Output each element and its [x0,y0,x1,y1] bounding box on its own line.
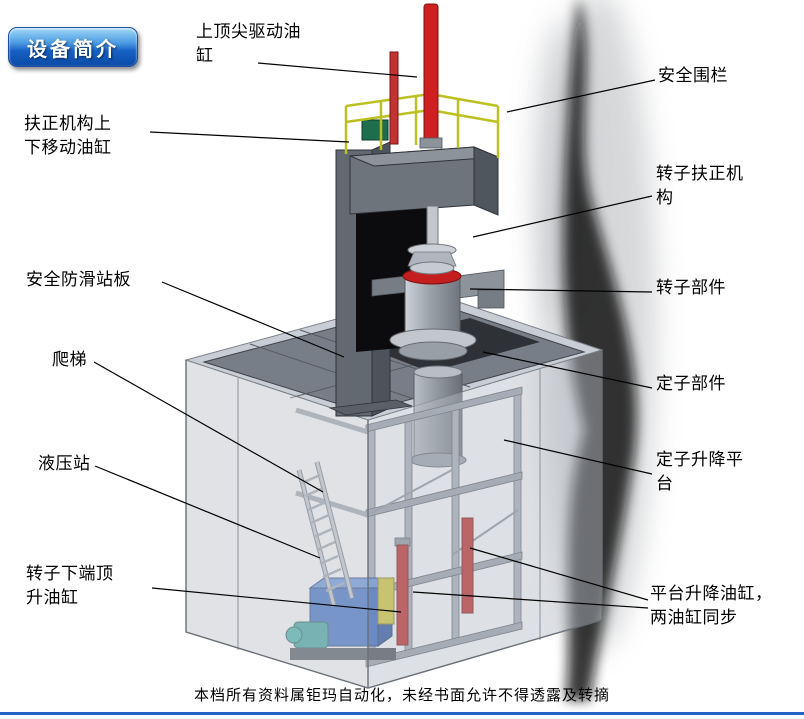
leader-top-drive-cylinder [257,62,418,78]
title-badge-label: 设备简介 [27,36,119,61]
rotor-assembly [371,205,505,361]
label-hydraulic-station: 液压站 [38,454,91,474]
leader-safety-fence [506,79,656,113]
leader-stator-lift-platform [503,439,653,475]
label-anti-slip-platform: 安全防滑站板 [26,270,131,290]
safety-railing [344,92,500,158]
label-platform-lift-cylinders: 平台升降油缸， 两油缸同步 [650,584,773,629]
label-safety-fence: 安全围栏 [658,66,728,86]
top-drive-cylinder-group [389,3,443,149]
leader-lines [93,62,656,613]
label-stator-lift-platform: 定子升降平 台 [656,450,744,495]
leader-ladder [93,361,324,493]
leader-rotor-centering-mechanism [472,195,653,238]
leader-rotor-bottom-jack-cylinder [151,587,402,613]
label-stator-parts: 定子部件 [656,374,726,394]
label-rotor-centering-mechanism: 转子扶正机 构 [656,164,744,209]
leader-anti-slip-platform [161,281,345,358]
label-rotor-bottom-jack-cylinder: 转子下端顶 升油缸 [26,564,114,609]
leader-hydraulic-station [94,465,321,559]
title-badge: 设备简介 [8,27,138,67]
leader-platform-lift-cylinder-a [469,547,649,601]
bottom-divider [0,712,804,715]
label-top-drive-cylinder: 上顶尖驱动油 缸 [196,22,301,67]
leader-rotor-parts [469,288,653,293]
leader-platform-lift-cylinder-b [412,591,649,609]
control-box [361,119,389,141]
platform-lift-cylinders [394,517,474,646]
label-rotor-parts: 转子部件 [656,278,726,298]
label-ladder: 爬梯 [52,350,87,370]
leader-centering-updown-cylinder [149,131,350,143]
pit-walls [185,349,603,689]
label-centering-updown-cylinder: 扶正机构上 下移动油缸 [24,114,112,159]
footer-copyright: 本档所有资料属钜玛自动化，未经书面允许不得透露及转摘 [193,686,610,704]
leader-stator-parts [482,351,653,389]
